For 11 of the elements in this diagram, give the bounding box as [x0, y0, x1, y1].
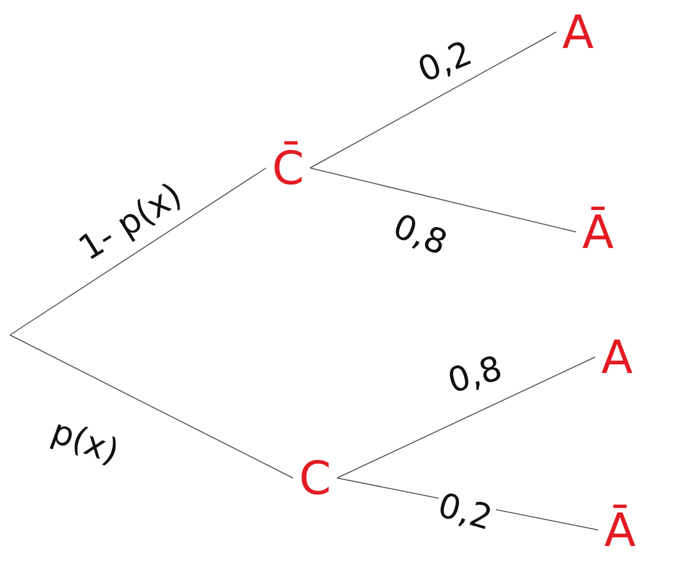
branch-line: [310, 168, 577, 232]
branch-line: [336, 356, 596, 478]
outcome-label: C̄: [266, 141, 310, 195]
outcome-label: Ā: [598, 503, 642, 557]
branch-line: [310, 32, 557, 168]
outcome-label: A: [595, 330, 639, 384]
outcome-label: C: [292, 451, 338, 505]
outcome-label: Ā: [576, 205, 620, 259]
outcome-label: A: [556, 5, 600, 59]
branch-line: [10, 168, 266, 336]
branch-line: [10, 334, 294, 478]
